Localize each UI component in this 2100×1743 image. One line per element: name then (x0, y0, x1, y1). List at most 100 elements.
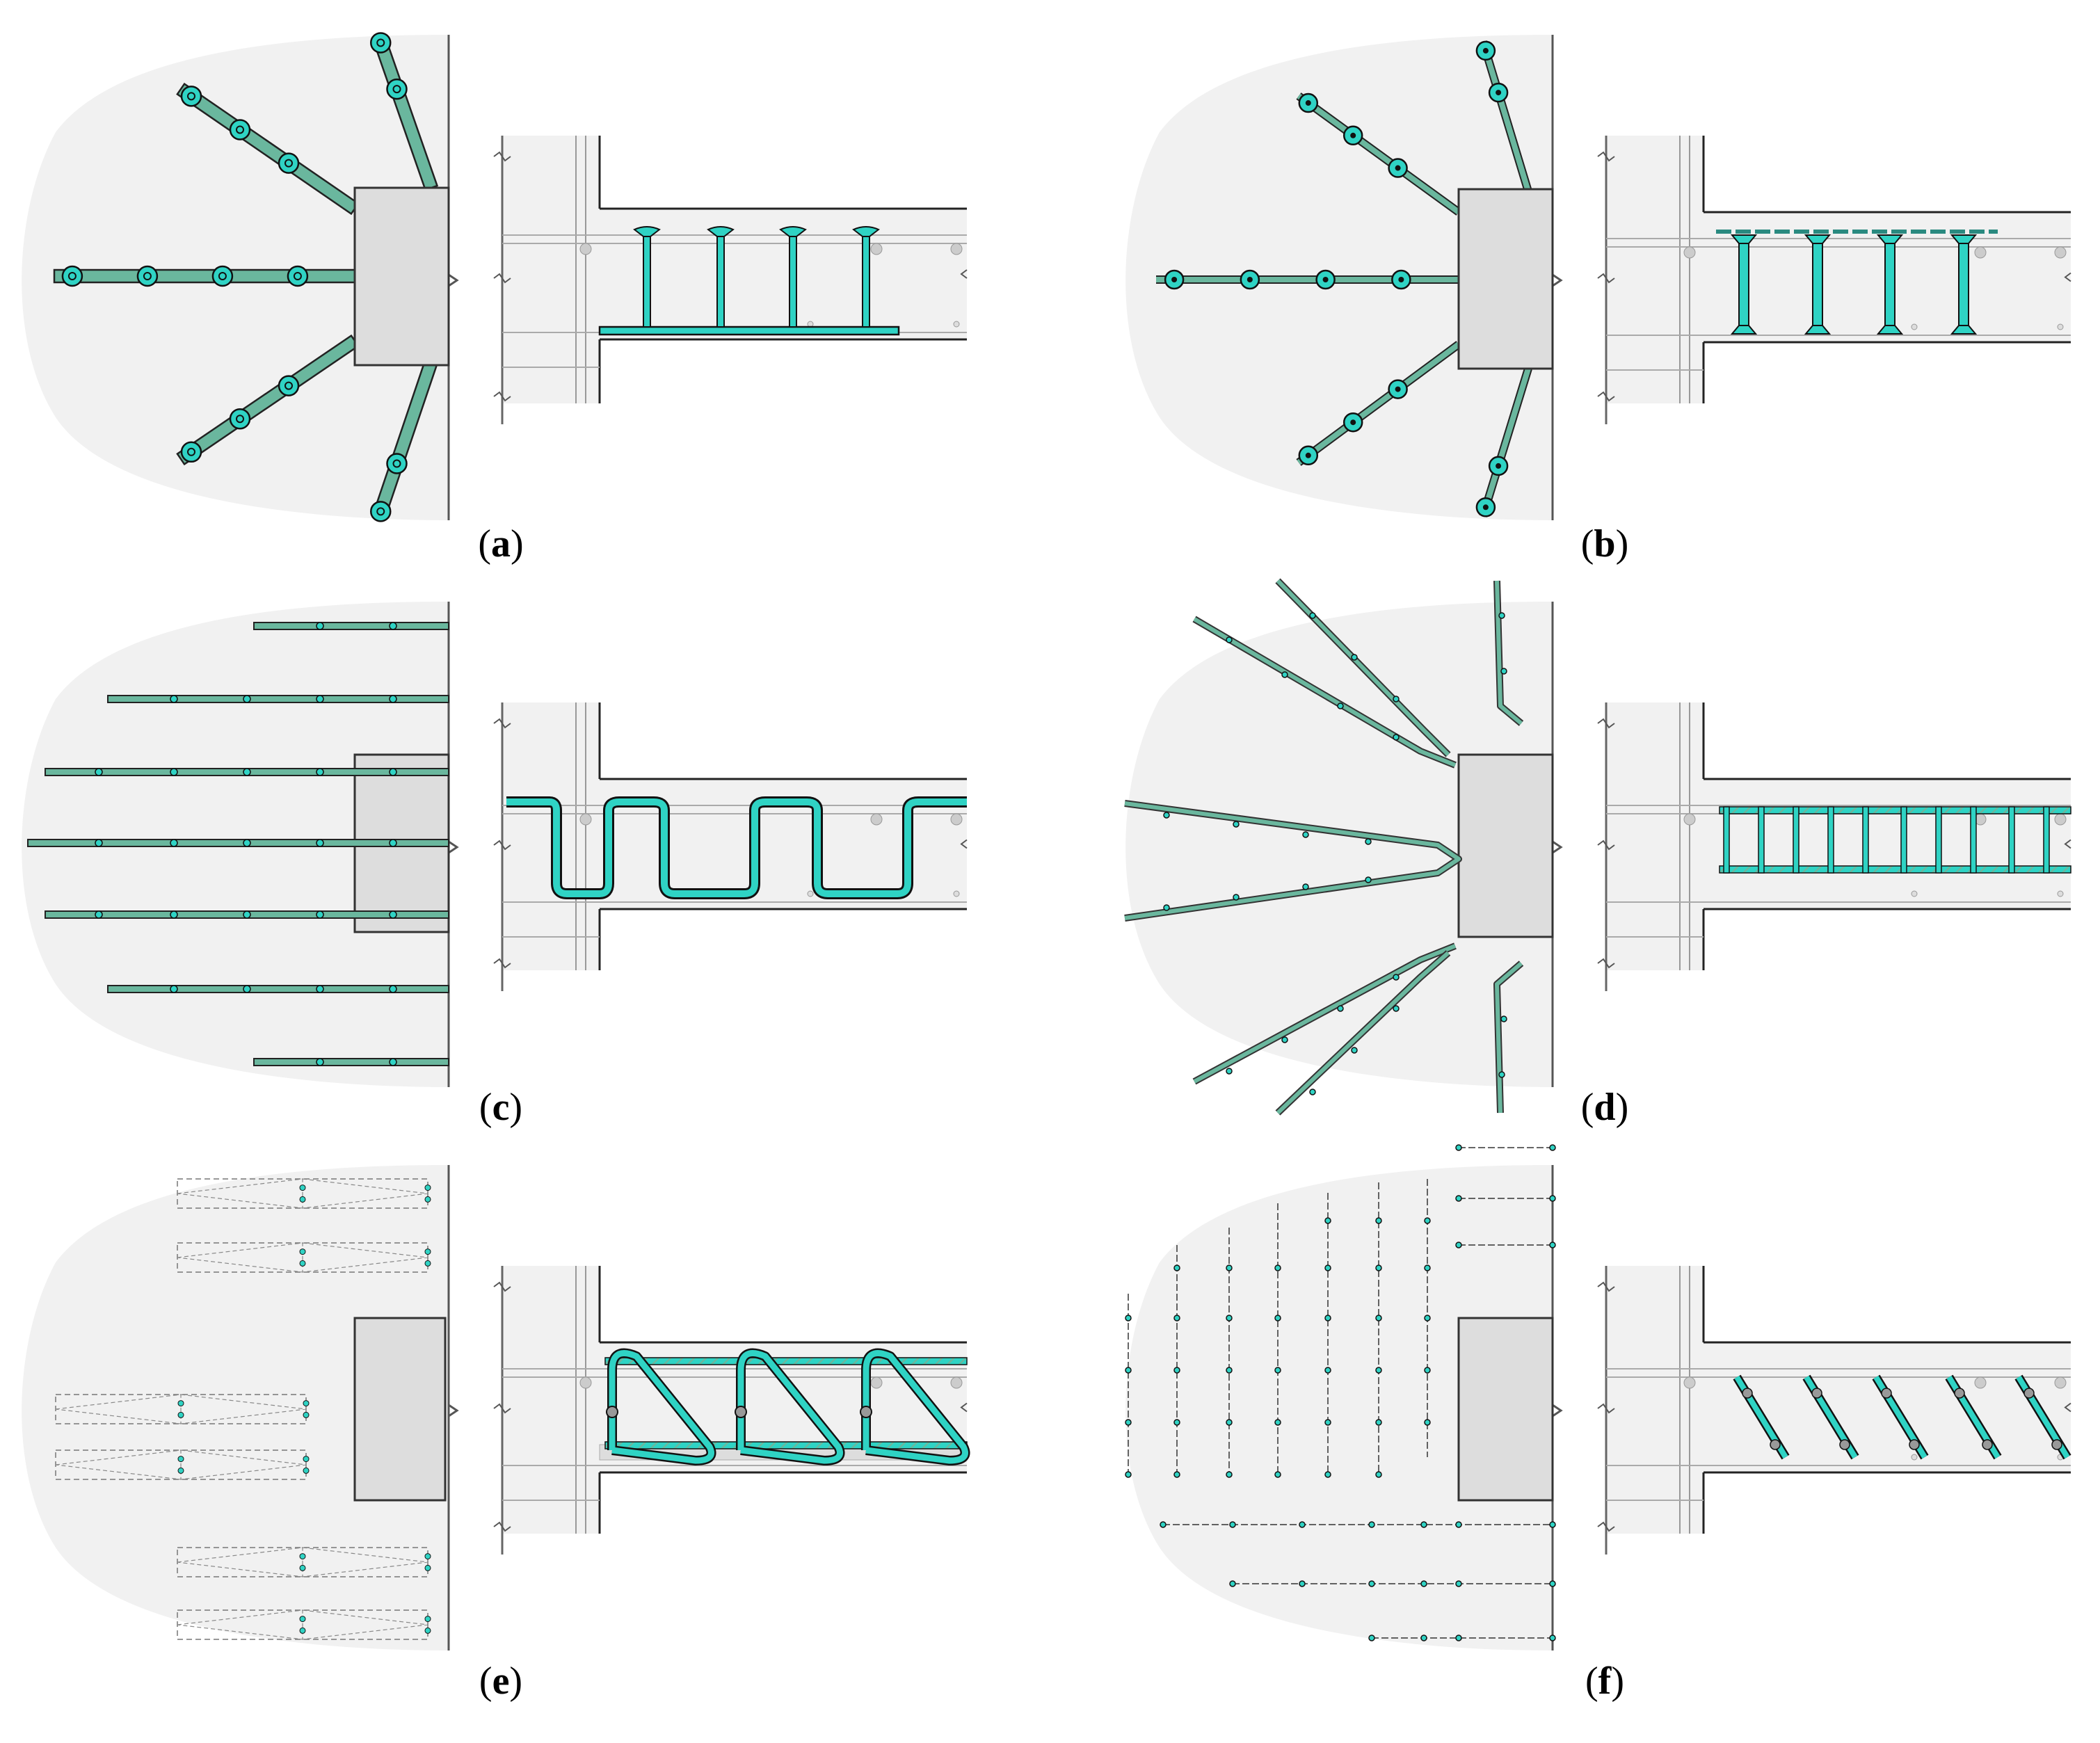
stud-center (1322, 277, 1329, 282)
stud-shank (392, 459, 401, 468)
double-headed-stud (1884, 236, 1895, 331)
bar-leg (177, 1467, 184, 1474)
bar-point (1274, 1471, 1281, 1478)
stud-rail (1480, 367, 1531, 517)
stud-shank (284, 159, 293, 168)
cage-diagonal (177, 1609, 428, 1640)
stud-shank (293, 272, 302, 280)
bottom-bar-section (1839, 1439, 1850, 1450)
bar-leg (389, 695, 397, 703)
break-mark (1597, 151, 1615, 162)
stud-rail (1480, 40, 1531, 193)
panel-a (22, 32, 968, 522)
bar-leg (389, 910, 397, 919)
aggregate (2054, 1376, 2067, 1389)
bar-leg (424, 1564, 431, 1571)
aggregate (579, 1376, 592, 1389)
column-section (1606, 136, 1704, 403)
break-mark (2064, 272, 2071, 282)
stud-head (370, 501, 392, 522)
bottom-bar-hatched (604, 1441, 968, 1449)
break-mark (493, 273, 511, 284)
bar-point (1549, 1634, 1556, 1641)
column (353, 186, 450, 367)
label-paren-open: ( (478, 522, 491, 565)
stud-head-bottom (1804, 325, 1832, 335)
double-headed-stud (1812, 236, 1823, 331)
break-mark (448, 840, 459, 854)
bar-point (1173, 1471, 1180, 1478)
column-section (502, 1266, 600, 1534)
stirrup-leg (1793, 806, 1800, 874)
panel-label-b: (b) (1581, 522, 1628, 565)
column-section (1606, 702, 1704, 970)
bar-leg (303, 1456, 310, 1463)
stud-head (278, 375, 300, 396)
stud-center (1496, 463, 1502, 469)
bar-leg (316, 695, 324, 703)
stirrup-plan (1276, 951, 1450, 1115)
bar-leg (1393, 974, 1400, 981)
bar-point (1173, 1264, 1180, 1271)
aggregate (807, 890, 814, 897)
stud-head (779, 226, 807, 237)
top-bar-section (1881, 1388, 1892, 1399)
stud-shank (392, 85, 401, 94)
bar-leg (243, 910, 251, 919)
stirrup-top (1719, 806, 2071, 814)
stirrup-leg (1758, 806, 1765, 874)
stud-rail (53, 268, 356, 284)
bar-point (1160, 1521, 1167, 1528)
panel-f (1125, 1144, 2071, 1650)
stud-shank (218, 272, 227, 280)
bar-point (1455, 1634, 1462, 1641)
stud-head (61, 265, 83, 287)
bar-point (1125, 1471, 1132, 1478)
label-paren-close: ) (1616, 522, 1629, 565)
bar-point (1324, 1217, 1331, 1224)
bar-section (860, 1406, 872, 1418)
stud-head (852, 226, 880, 237)
slab-plan (1125, 602, 1553, 1087)
bar-leg (299, 1564, 306, 1571)
stud-head-top (1876, 234, 1904, 244)
bar-section (735, 1406, 747, 1418)
label-letter: d (1594, 1086, 1615, 1129)
aggregate (870, 1376, 883, 1389)
bar-point (1274, 1367, 1281, 1374)
bar-leg (303, 1467, 310, 1474)
bar-leg (389, 985, 397, 993)
bar-leg (424, 1616, 431, 1623)
inclined-cage (737, 1350, 843, 1464)
break-mark (493, 1281, 511, 1292)
bar-leg (1393, 696, 1400, 702)
bar-leg (316, 768, 324, 776)
label-letter: f (1598, 1660, 1612, 1703)
bar-section (606, 1406, 618, 1418)
column (353, 1317, 447, 1502)
bar-leg (303, 1400, 310, 1407)
aggregate (953, 890, 960, 897)
bar-point (1424, 1264, 1431, 1271)
bar-leg (1393, 734, 1400, 741)
stirrup-leg (1970, 806, 1977, 874)
label-paren-close: ) (509, 1086, 522, 1129)
bar-point (1173, 1315, 1180, 1322)
cage-diagonal (55, 1394, 307, 1424)
aggregate (2057, 323, 2064, 330)
bar-point (1229, 1580, 1236, 1587)
break-mark (493, 840, 511, 851)
bar-point (1125, 1419, 1132, 1426)
bar-leg (424, 1184, 431, 1191)
column (1457, 753, 1554, 938)
aggregate (870, 813, 883, 826)
label-letter: c (492, 1086, 510, 1129)
top-bar-section (2023, 1388, 2035, 1399)
bar-leg (299, 1248, 306, 1255)
stirrup-leg (1900, 806, 1907, 874)
label-paren-open: ( (1581, 1086, 1594, 1129)
label-letter: b (1594, 522, 1615, 565)
stirrup-plan (1495, 961, 1523, 1114)
bar-leg (389, 839, 397, 847)
panel-b (1125, 35, 2071, 520)
